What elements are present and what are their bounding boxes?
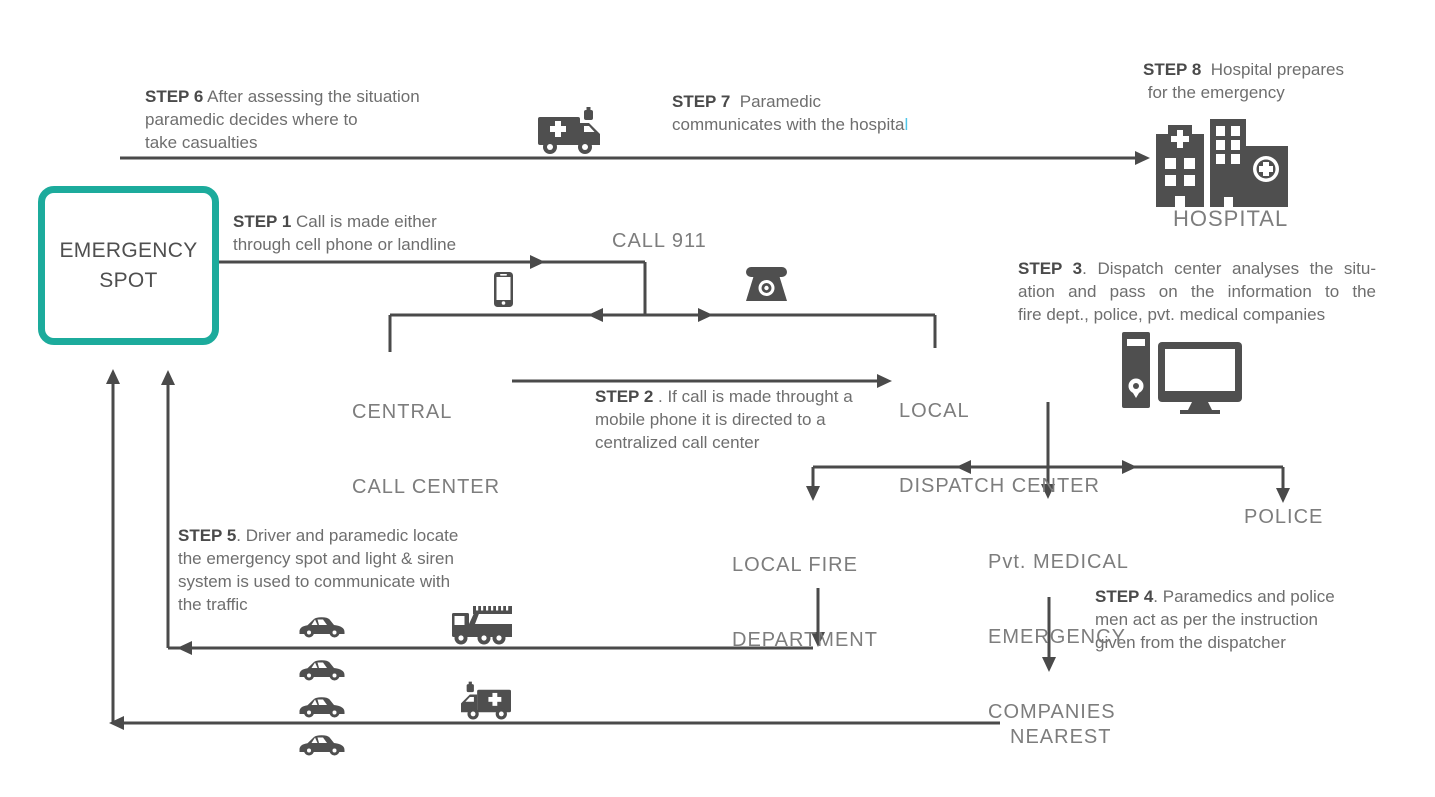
emergency-spot-box: EMERGENCY SPOT: [38, 186, 219, 345]
step7-text: STEP 7 Paramedic communicates with the h…: [672, 92, 909, 134]
car-icon: [297, 613, 346, 638]
nearest-ambulance-station-label: NEAREST AMBULANCE STATION: [1010, 726, 1112, 748]
hospital-label: HOSPITAL: [1173, 206, 1289, 231]
step6-text: STEP 6 After assessing the situation par…: [145, 87, 420, 152]
hospital-buildings-icon: [1148, 112, 1288, 207]
ambulance-icon: [538, 107, 600, 155]
step5-text: STEP 5. Driver and paramedic locate the …: [178, 526, 459, 614]
police-label: POLICE: [1244, 506, 1324, 528]
landline-telephone-icon: [746, 267, 787, 301]
step3-text: STEP 3. Dispatch center analyses the sit…: [1018, 259, 1376, 324]
pvt-medical-companies-label: Pvt. MEDICAL EMERGENCY COMPANIES: [988, 551, 1129, 723]
emergency-spot-label: SPOT: [99, 268, 158, 292]
step1-text: STEP 1 Call is made either through cell …: [233, 212, 457, 254]
car-icon: [297, 731, 346, 756]
local-dispatch-center-label: LOCAL DISPATCH CENTER: [899, 400, 1100, 497]
car-icon: [297, 656, 346, 681]
mobile-phone-icon: [494, 272, 513, 307]
ambulance-icon: [461, 681, 511, 721]
text-cursor: l: [904, 115, 909, 134]
local-fire-department-label: LOCAL FIRE DEPARTMENT: [732, 554, 878, 651]
call-911-label: CALL 911: [612, 230, 707, 252]
step2-text: STEP 2 . If call is made throught a mobi…: [595, 387, 853, 452]
car-icon: [297, 693, 346, 718]
emergency-spot-label: EMERGENCY: [59, 238, 198, 262]
fire-truck-icon: [452, 602, 512, 645]
dispatch-computer-icon: [1122, 332, 1242, 414]
central-call-center-label: CENTRAL CALL CENTER: [352, 401, 501, 498]
step4-text: STEP 4. Paramedics and police men act as…: [1095, 587, 1335, 652]
step8-text: STEP 8 Hospital prepares for the emergen…: [1143, 60, 1344, 102]
